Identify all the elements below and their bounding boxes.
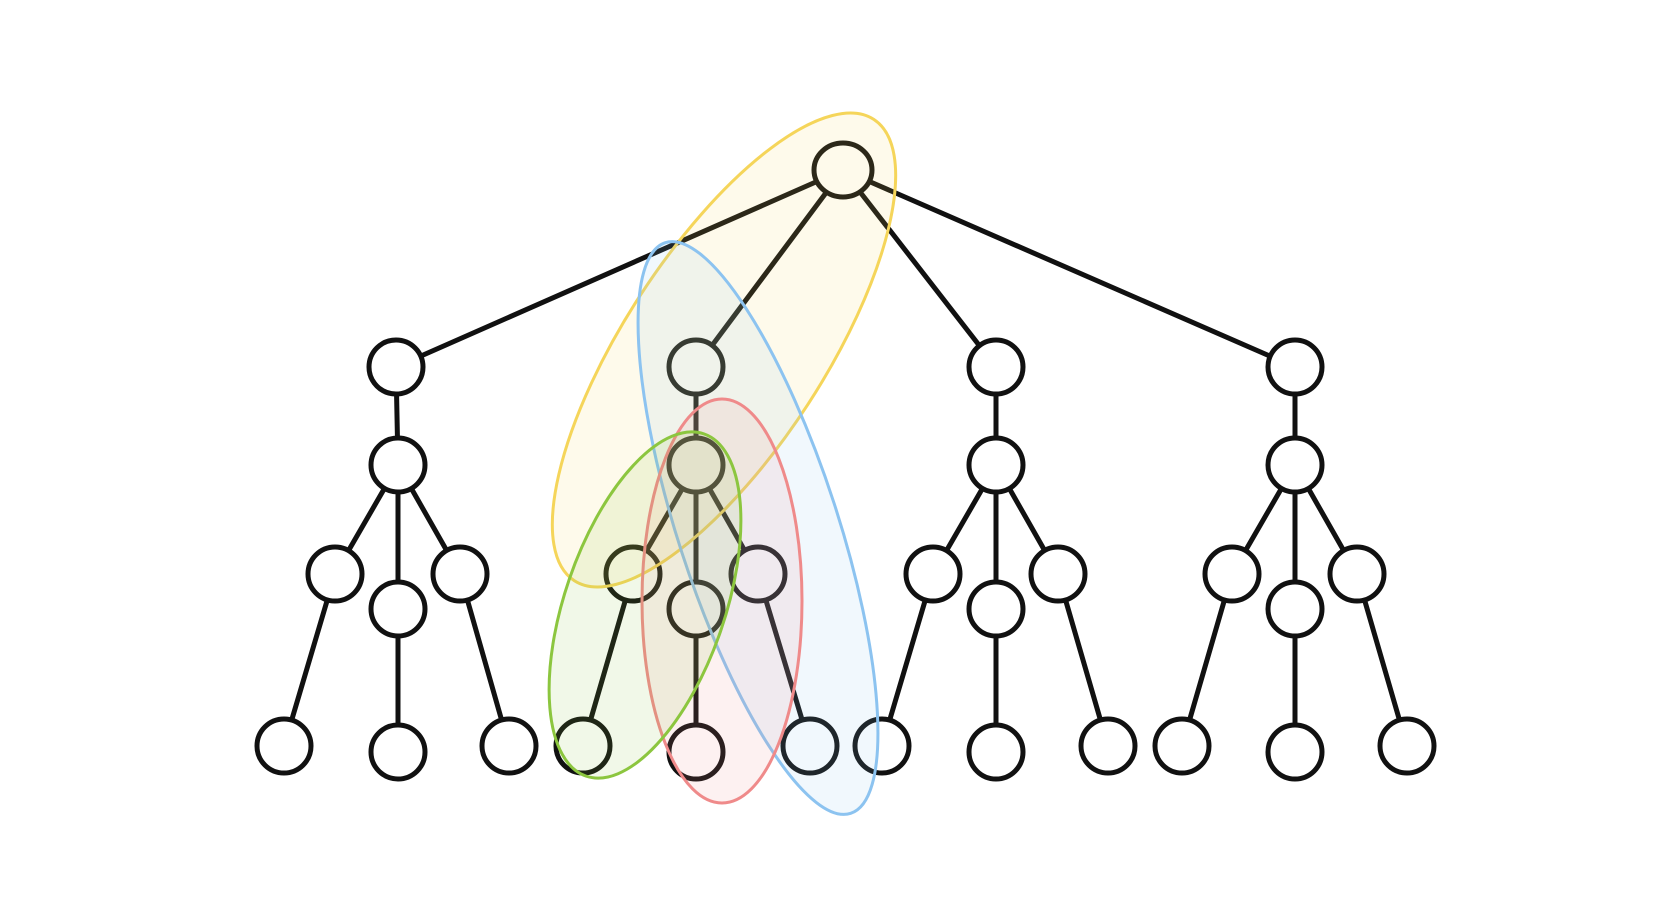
- tree-node-a1m: [368, 579, 428, 639]
- tree-node-d1: [1265, 435, 1325, 495]
- tree-node-a1: [368, 435, 428, 495]
- edge-d1r-d2r: [1354, 571, 1410, 749]
- tree-node-b2r: [780, 716, 840, 776]
- tree-node-a2l: [254, 716, 314, 776]
- tree-node-c1l: [903, 544, 963, 604]
- regions-layer: [547, 111, 898, 816]
- tree-node-d: [1265, 337, 1325, 397]
- edge-a1l-a2l: [281, 571, 338, 749]
- tree-node-b1r: [728, 544, 788, 604]
- edge-a1r-a2r: [457, 571, 512, 749]
- edge-root-a: [393, 167, 846, 370]
- tree-node-b2l: [553, 716, 613, 776]
- tree-node-d2m: [1265, 722, 1325, 782]
- tree-node-d1m: [1265, 579, 1325, 639]
- nodes-layer: [254, 140, 1437, 782]
- edge-root-b: [693, 167, 846, 370]
- edge-root-c: [840, 167, 999, 370]
- tree-node-d2r: [1377, 716, 1437, 776]
- tree-node-a1r: [430, 544, 490, 604]
- red-region: [640, 397, 804, 805]
- tree-node-d1l: [1202, 544, 1262, 604]
- tree-node-c2r: [1078, 716, 1138, 776]
- tree-node-c2m: [966, 722, 1026, 782]
- tree-node-a2r: [479, 716, 539, 776]
- tree-node-b: [666, 337, 726, 397]
- edge-c1r-c2r: [1055, 571, 1111, 749]
- tree-node-c1: [966, 435, 1026, 495]
- tree-node-c1m: [966, 579, 1026, 639]
- edge-c1l-c2l: [879, 571, 936, 749]
- tree-node-c: [966, 337, 1026, 397]
- tree-node-b1: [666, 435, 726, 495]
- tree-node-a1l: [305, 544, 365, 604]
- tree-node-d1r: [1327, 544, 1387, 604]
- tree-node-b1m: [666, 579, 726, 639]
- edge-b1l-b2l: [580, 571, 636, 749]
- edge-root-d: [840, 167, 1298, 370]
- edge-b1r-b2r: [755, 571, 813, 749]
- tree-node-b1l: [603, 544, 663, 604]
- tree-node-c2l: [852, 716, 912, 776]
- green-region: [547, 430, 743, 780]
- tree-node-a: [366, 337, 426, 397]
- blue-region: [636, 240, 880, 816]
- tree-node-d2l: [1152, 716, 1212, 776]
- edge-d1l-d2l: [1179, 571, 1235, 749]
- tree-node-a2m: [368, 722, 428, 782]
- tree-node-c1r: [1028, 544, 1088, 604]
- tree-node-root: [811, 140, 875, 200]
